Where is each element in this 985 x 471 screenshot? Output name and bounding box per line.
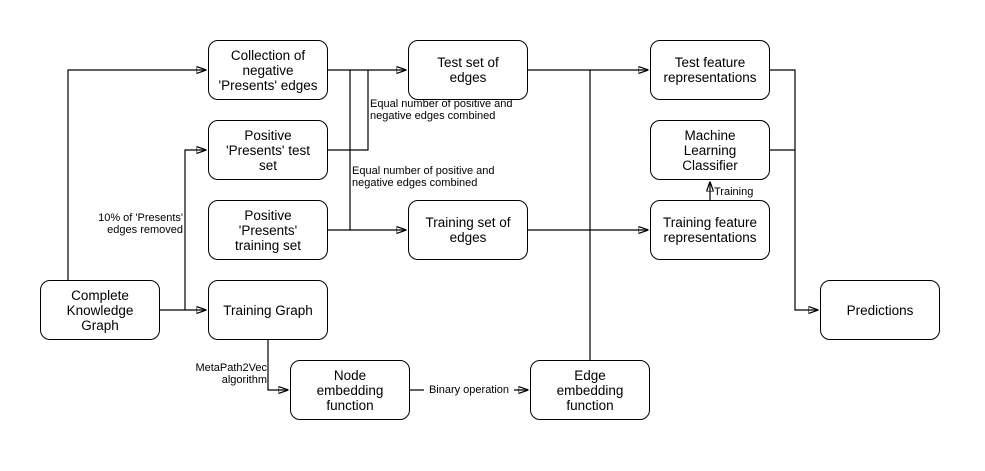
edge-label-ten-percent-removed: 10% of 'Presents' edges removed	[98, 212, 183, 236]
edge-label-equal-number-training: Equal number of positive and negative ed…	[352, 165, 495, 189]
connector-ckg-to-collection	[67, 70, 206, 280]
node-complete-knowledge-graph: Complete Knowledge Graph	[40, 280, 160, 340]
node-label: Positive 'Presents' training set	[234, 207, 302, 253]
connector-training-graph-to-node-embedding	[267, 340, 288, 390]
node-test-feature-representations: Test feature representations	[650, 40, 770, 100]
node-training-graph: Training Graph	[208, 280, 328, 340]
node-training-set-of-edges: Training set of edges	[408, 200, 528, 260]
node-label: Complete Knowledge Graph	[66, 287, 134, 333]
node-label: Training Graph	[223, 302, 313, 318]
node-collection-negative-presents-edges: Collection of negative 'Presents' edges	[208, 40, 328, 100]
node-machine-learning-classifier: Machine Learning Classifier	[650, 120, 770, 180]
node-positive-presents-training-set: Positive 'Presents' training set	[208, 200, 328, 260]
connector-test-features-to-predictions	[770, 69, 818, 310]
node-label: Training set of edges	[425, 215, 511, 245]
edge-label-equal-number-test: Equal number of positive and negative ed…	[370, 98, 513, 122]
edge-label-metapath2vec: MetaPath2Vec algorithm	[195, 362, 267, 386]
node-positive-presents-test-set: Positive 'Presents' test set	[208, 120, 328, 180]
connector-ckg-to-positive-test-set	[184, 150, 206, 310]
node-training-feature-representations: Training feature representations	[650, 200, 770, 260]
node-test-set-of-edges: Test set of edges	[408, 40, 528, 100]
node-label: Positive 'Presents' test set	[226, 127, 310, 173]
edge-label-training: Training	[714, 186, 754, 198]
node-label: Node embedding function	[316, 367, 384, 413]
node-label: Collection of negative 'Presents' edges	[218, 47, 318, 93]
node-label: Test feature representations	[663, 55, 757, 85]
node-label: Training feature representations	[662, 215, 758, 245]
node-label: Machine Learning Classifier	[682, 127, 738, 173]
connector-positive-test-to-test-set	[328, 70, 369, 151]
node-label: Predictions	[846, 302, 914, 318]
node-edge-embedding-function: Edge embedding function	[530, 360, 650, 420]
node-label: Test set of edges	[437, 55, 499, 85]
edge-label-binary-operation: Binary operation	[424, 384, 514, 396]
node-predictions: Predictions	[820, 280, 940, 340]
node-label: Edge embedding function	[556, 367, 624, 413]
node-node-embedding-function: Node embedding function	[290, 360, 410, 420]
